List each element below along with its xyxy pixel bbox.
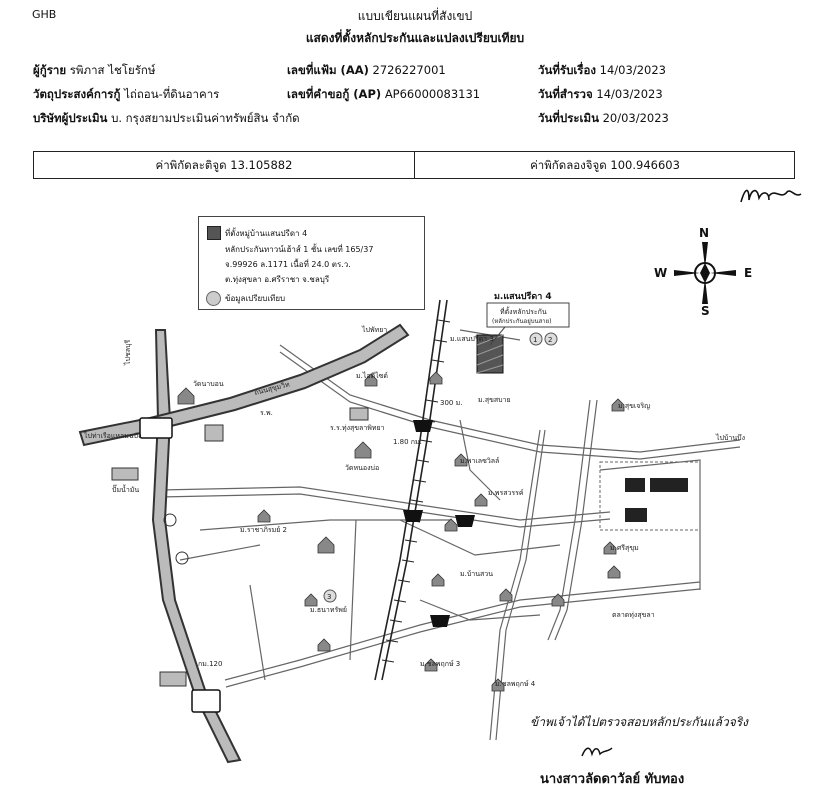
survey-row: วันที่สำรวจ 14/03/2023 <box>538 86 663 104</box>
appraisal-value: 20/03/2023 <box>602 111 669 125</box>
survey-label: วันที่สำรวจ <box>538 87 593 101</box>
map-label-collateral: ที่ตั้งหลักประกัน <box>500 305 547 316</box>
handwritten-signature <box>581 747 613 757</box>
map-label-to-banbueng: ไปบ้านบึง <box>715 433 745 442</box>
received-value: 14/03/2023 <box>599 63 666 77</box>
map-label-mark2: 2 <box>548 336 552 344</box>
map-label-dist1: 300 ม. <box>440 399 462 407</box>
map-label-temple2: วัดหนองบ่อ <box>345 464 379 472</box>
file-row: เลขที่แฟ้ม (AA) 2726227001 <box>287 62 446 80</box>
appraiser-name: นางสาวลัดดาวัลย์ ทับทอง <box>540 772 685 787</box>
appraisal-row: วันที่ประเมิน 20/03/2023 <box>538 110 669 128</box>
compass-rose: N S W E <box>654 226 753 318</box>
legend-comparison-swatch <box>206 291 221 306</box>
page-subtitle: แสดงที่ตั้งหลักประกันและแปลงเปรียบเทียบ <box>305 31 525 45</box>
appraisal-label: วันที่ประเมิน <box>538 111 599 125</box>
purpose-label: วัตถุประสงค์การกู้ <box>33 87 121 101</box>
map-label-market: ตลาดทุ่งสุขลา <box>612 611 655 619</box>
map-label-r1: ม.ไอดีไซด์ <box>356 371 388 380</box>
legend-project-swatch <box>207 226 221 240</box>
map-label-project: ม.แสนปรีดา 4 <box>494 291 552 302</box>
legend-item-5: ข้อมูลเปรียบเทียบ <box>225 294 286 303</box>
map-label-to-chonburi: ไปชลบุรี <box>123 340 132 366</box>
received-row: วันที่รับเรื่อง 14/03/2023 <box>538 62 666 80</box>
request-row: เลขที่คำขอกู้ (AP) AP66000083131 <box>287 86 480 104</box>
map-label-r9: ม.ชลพฤกษ์ 3 <box>420 660 460 668</box>
header-corner-code: GHB <box>32 8 57 21</box>
request-label: เลขที่คำขอกู้ (AP) <box>287 87 382 101</box>
map-label-collateral-sub: (หลักประกันอยู่บนสาย) <box>492 318 552 325</box>
initials-signature <box>740 189 802 203</box>
certification-note: ข้าพเจ้าได้ไปตรวจสอบหลักประกันแล้วจริง <box>530 715 749 729</box>
legend-item-1: ที่ตั้งหมู่บ้านแสนปรีดา 4 <box>225 229 308 238</box>
compass-north: N <box>699 226 710 240</box>
purpose-value: ไถ่ถอน-ที่ดินอาคาร <box>124 87 220 101</box>
latitude-value: 13.105882 <box>230 158 293 172</box>
map-label-mark3: 3 <box>327 593 331 601</box>
map-legend: ที่ตั้งหมู่บ้านแสนปรีดา 4 หลักประกันทาวน… <box>198 216 425 310</box>
coordinate-divider <box>414 151 415 178</box>
map-label-r6: ม.พรสวรรค์ <box>488 489 524 497</box>
latitude-cell: ค่าพิกัดละติจูด 13.105882 <box>34 157 414 175</box>
legend-item-2: หลักประกันทาวน์เฮ้าส์ 1 ชั้น เลขที่ 165/… <box>225 245 374 254</box>
map-label-hospital: ร.พ. <box>260 409 273 417</box>
page-title: แบบเขียนแผนที่สังเขป <box>357 9 473 23</box>
compass-west: W <box>654 266 668 280</box>
map-label-gas: ปั๊มน้ำมัน <box>112 483 139 494</box>
map-label-r11: ม.ธนาทรัพย์ <box>310 606 347 614</box>
borrower-label: ผู้กู้ราย <box>33 63 67 77</box>
map-label-school: ร.ร.ทุ่งสุขลาพิทยา <box>330 424 385 432</box>
longitude-label: ค่าพิกัดลองจิจูด <box>530 158 607 172</box>
file-value: 2726227001 <box>372 63 446 77</box>
map-label-r12: ม.ศรีสุขุม <box>610 544 639 552</box>
purpose-row: วัตถุประสงค์การกู้ ไถ่ถอน-ที่ดินอาคาร <box>33 86 219 104</box>
company-label: บริษัทผู้ประเมิน <box>33 111 108 125</box>
longitude-cell: ค่าพิกัดลองจิจูด 100.946603 <box>415 157 795 175</box>
map-label-wat: วัดนาบอน <box>193 380 224 388</box>
map-label-r7: ม.บ้านสวน <box>460 570 493 578</box>
compass-east: E <box>744 266 753 280</box>
survey-value: 14/03/2023 <box>596 87 663 101</box>
map-label-mark1: 1 <box>533 336 537 344</box>
received-label: วันที่รับเรื่อง <box>538 63 597 77</box>
file-label: เลขที่แฟ้ม (AA) <box>287 63 369 77</box>
map-label-to-laemchabang: ไปท่าเรือแหลมฉบัง <box>83 431 142 440</box>
map-label-r10: ม.ชลพฤกษ์ 4 <box>495 680 536 688</box>
compass-south: S <box>701 304 710 318</box>
longitude-value: 100.946603 <box>610 158 680 172</box>
map-label-to-pattaya: ไปพัทยา <box>361 325 387 334</box>
compass-icon <box>674 242 736 304</box>
map-label-r5: ม.ราชาภิรมย์ 2 <box>240 526 287 534</box>
legend-item-3: จ.99926 ล.1171 เนื้อที่ 24.0 ตร.ว. <box>225 260 351 269</box>
map-label-dist2: 1.80 กม. <box>393 438 422 446</box>
map-label-r8: ม.สุขเจริญ <box>618 402 650 410</box>
latitude-label: ค่าพิกัดละติจูด <box>155 158 227 172</box>
company-row: บริษัทผู้ประเมิน บ. กรุงสยามประเมินค่าทร… <box>33 110 300 128</box>
company-value: บ. กรุงสยามประเมินค่าทรัพย์สิน จำกัด <box>111 111 300 125</box>
borrower-value: รพิภาส ไชโยรักษ์ <box>69 63 156 77</box>
legend-item-4: ต.ทุ่งสุขลา อ.ศรีราชา จ.ชลบุรี <box>225 275 330 284</box>
coordinate-box: ค่าพิกัดละติจูด 13.105882 ค่าพิกัดลองจิจ… <box>33 151 795 179</box>
map-label-r2: ม.แสนปรีดา 3 <box>450 335 494 343</box>
map-label-r3: ม.สุขสบาย <box>478 396 511 404</box>
map-label-km: กม.120 <box>198 660 222 668</box>
map-label-r4: ม.พาเลซวิลล์ <box>460 457 499 465</box>
request-value: AP66000083131 <box>384 87 481 101</box>
borrower-row: ผู้กู้ราย รพิภาส ไชโยรักษ์ <box>33 62 155 80</box>
